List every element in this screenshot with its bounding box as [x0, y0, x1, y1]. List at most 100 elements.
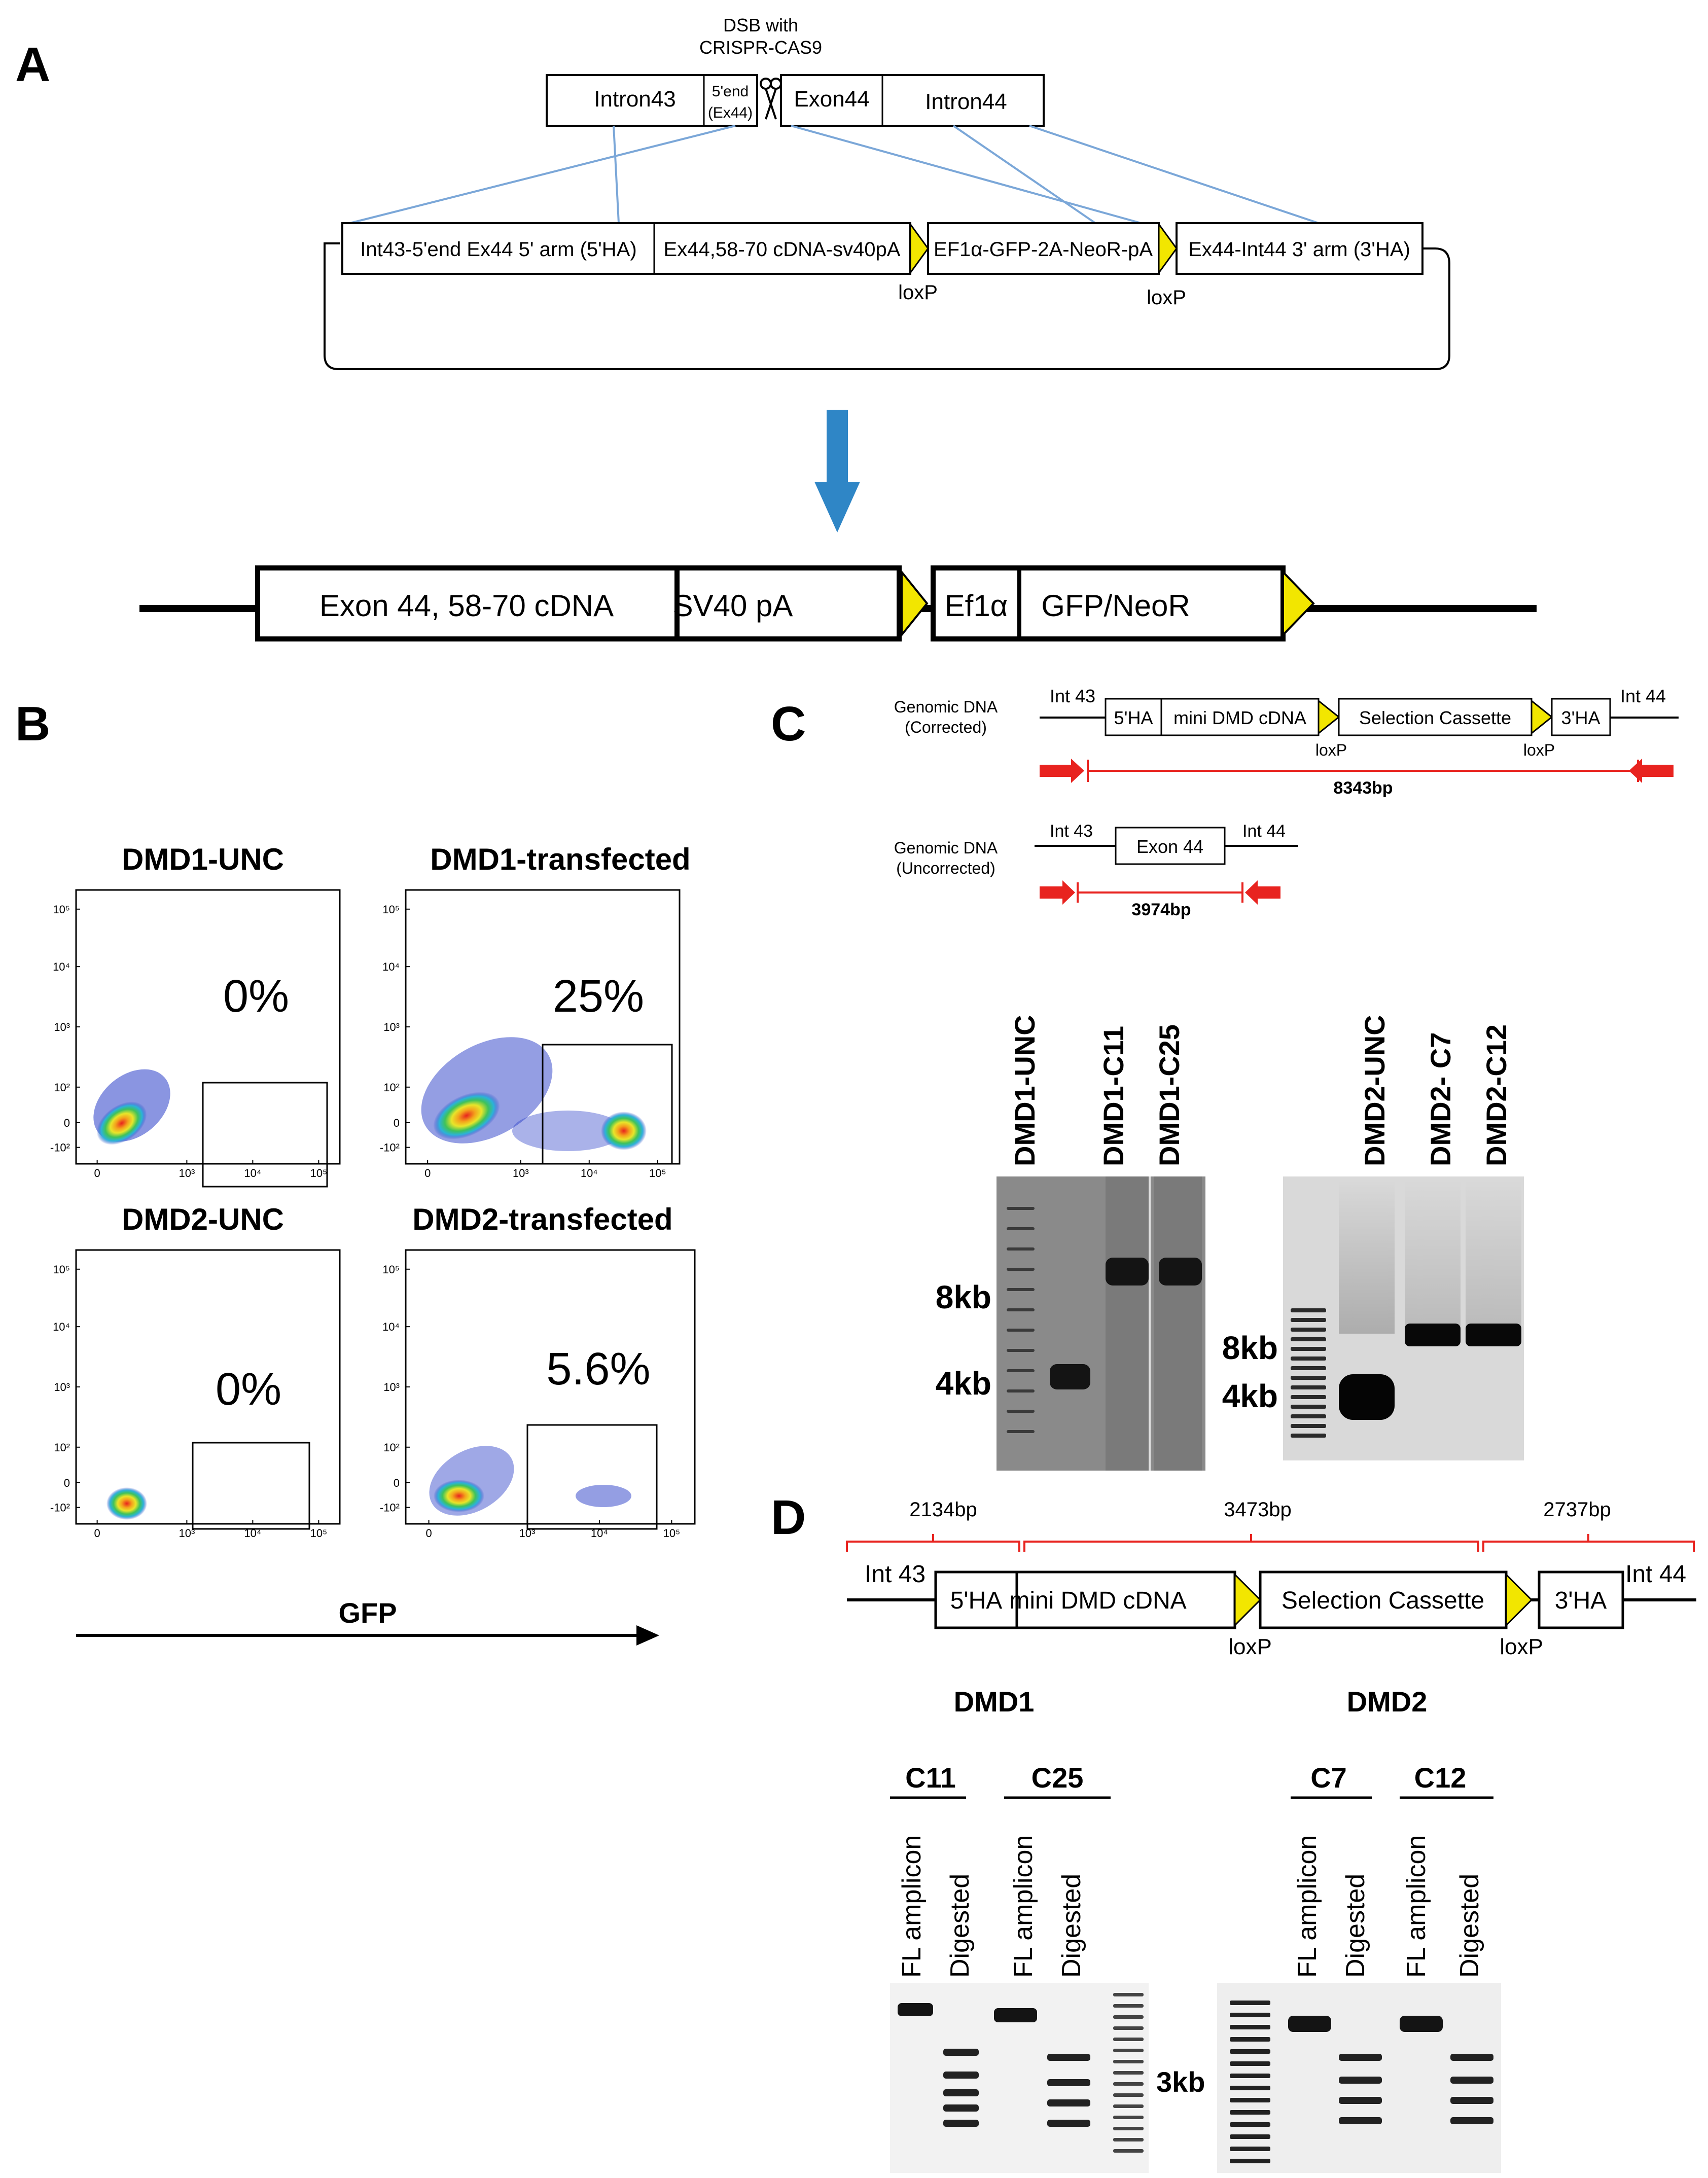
lane-label-fl: FL amplicon [1293, 1835, 1322, 1978]
ladder-band [1007, 1227, 1035, 1230]
d-sel-box [1259, 1570, 1508, 1629]
d-seg3-label: 2737bp [1543, 1498, 1611, 1521]
ladder-band [1113, 2071, 1144, 2075]
lane-label-digested: Digested [1341, 1874, 1370, 1978]
gate-box [192, 1442, 310, 1530]
gel2-lane-label: DMD2-C12 [1480, 1024, 1512, 1166]
ladder-band [1007, 1288, 1035, 1291]
ladder-band [1291, 1414, 1326, 1418]
digest-bands-c12 [1450, 2054, 1493, 2124]
digest-band [1339, 2117, 1382, 2124]
y-tick-label: 10² [54, 1081, 70, 1094]
product-loxp-1 [901, 569, 929, 638]
gel2-lane-label: DMD2- C7 [1425, 1032, 1456, 1166]
d-loxp-2: loxP [1500, 1634, 1543, 1659]
uncorrected-amplicon: 3974bp [1040, 880, 1280, 919]
corrected-label-2: (Corrected) [905, 718, 987, 736]
d-lane-labels: FL amplicon Digested FL amplicon Digeste… [897, 1835, 1484, 1978]
gel2-marker-4kb: 4kb [1222, 1378, 1278, 1414]
ladder-band [1230, 2074, 1270, 2078]
donor-loxp-1: loxP [898, 281, 938, 304]
plot-frame [405, 1249, 696, 1525]
population-gfp-positive [576, 1485, 631, 1507]
digest-band [1450, 2077, 1493, 2084]
band-fl-c12 [1400, 2016, 1443, 2032]
digest-band [1450, 2054, 1493, 2061]
gel1-marker-4kb: 4kb [936, 1365, 991, 1402]
five-end-label-1: 5'end [712, 83, 749, 100]
intron43-box [546, 74, 758, 127]
corrected-label-1: Genomic DNA [894, 698, 998, 716]
c-sel-box [1338, 698, 1533, 736]
d-seg1-label: 2134bp [909, 1498, 977, 1521]
y-tick-label: 10² [383, 1441, 400, 1454]
intron43-label: Intron43 [594, 87, 675, 112]
gel-d1 [890, 1983, 1149, 2173]
x-tick-label: 10³ [179, 1527, 195, 1540]
lane-label-digested: Digested [1455, 1874, 1484, 1978]
x-tick-label: 0 [425, 1527, 432, 1540]
ladder-band [1291, 1356, 1326, 1361]
flow-plot-dmd2-unc: DMD2-UNC 0% [75, 1202, 341, 1530]
band-dmd1-c11 [1106, 1258, 1149, 1286]
y-tick-label: 10⁴ [53, 960, 70, 973]
y-tick-label: 10⁴ [382, 1320, 400, 1333]
ladder-1 [1007, 1207, 1035, 1433]
band-fl-c11 [898, 2003, 933, 2016]
x-tick-label: 10³ [513, 1167, 529, 1180]
y-tick-label: -10² [380, 1141, 400, 1154]
gate-box [542, 1044, 673, 1165]
x-tick-label: 10⁵ [663, 1527, 681, 1540]
homology-lines [349, 125, 1319, 224]
ladder-band [1113, 2116, 1144, 2119]
donor-loxp-2: loxP [1147, 287, 1186, 309]
d-dmd2-label: DMD2 [1347, 1686, 1428, 1718]
digest-band [1047, 2120, 1090, 2127]
ladder-band [1291, 1395, 1326, 1399]
plot-title: DMD2-UNC [122, 1202, 284, 1236]
c-exon44-label: Exon 44 [1136, 836, 1203, 857]
digest-band [943, 2104, 979, 2112]
digest-bands-c25 [1047, 2054, 1090, 2127]
ladder-band [1007, 1308, 1035, 1311]
ladder-band [1113, 2004, 1144, 2008]
digest-band [1450, 2097, 1493, 2104]
donor-cassette-label: EF1α-GFP-2A-NeoR-pA [934, 238, 1153, 261]
gate-box [202, 1082, 328, 1188]
donor-arm5-cdna-box [341, 222, 911, 275]
band-fl-c25 [994, 2008, 1037, 2022]
ladder-band [1230, 2147, 1270, 2151]
y-tick-label: -10² [380, 1502, 400, 1514]
gfp-axis-label: GFP [338, 1597, 397, 1629]
flow-plot-dmd1-transfected: DMD1-transfected 25% [405, 842, 691, 1165]
ladder-band [1291, 1434, 1326, 1438]
band-dmd2-c12 [1466, 1324, 1521, 1346]
ladder-band [1291, 1366, 1326, 1370]
d-marker-3kb: 3kb [1156, 2066, 1205, 2098]
dsb-label-line1: DSB with [723, 15, 798, 35]
forward-primer-icon [1040, 759, 1084, 783]
lane-bg [1106, 1176, 1149, 1471]
clone-label: C7 [1310, 1762, 1347, 1794]
ladder-band [1291, 1405, 1326, 1409]
c-unc-int44: Int 44 [1242, 822, 1286, 841]
d-sel-label: Selection Cassette [1282, 1587, 1484, 1614]
smear-dmd2-c7 [1405, 1182, 1461, 1334]
band-dmd1-c25 [1159, 1258, 1202, 1286]
gel2-lane-label: DMD2-UNC [1359, 1015, 1391, 1166]
digest-band [1047, 2079, 1090, 2086]
ladder-band [1291, 1385, 1326, 1389]
x-tick-label: 10⁵ [310, 1527, 328, 1540]
d-loxp-1: loxP [1228, 1634, 1272, 1659]
digest-bands-c7 [1339, 2054, 1382, 2124]
y-tick-label: 10⁵ [53, 1263, 70, 1276]
population-core [433, 1092, 500, 1139]
gfp-axis-arrowhead [636, 1625, 659, 1646]
band-dmd1-unc [1050, 1364, 1090, 1389]
population-core [96, 1101, 147, 1145]
c-ha3-box [1551, 698, 1611, 736]
d-int44-label: Int 44 [1625, 1561, 1686, 1588]
ladder-band [1291, 1337, 1326, 1341]
c-sel-label: Selection Cassette [1359, 707, 1511, 728]
